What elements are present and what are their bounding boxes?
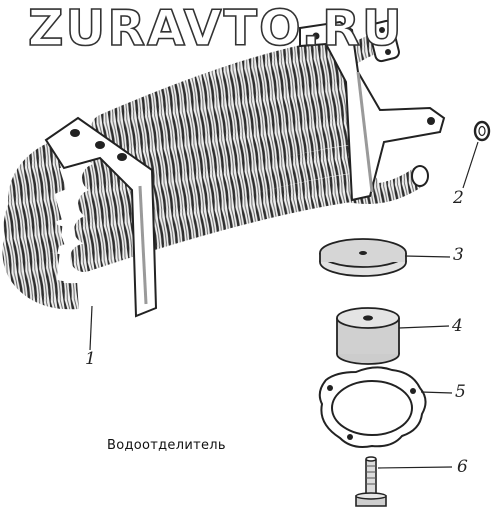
part-4-cylinder <box>336 307 400 365</box>
coil-run-1 <box>91 38 354 142</box>
outlet-pipe-end <box>411 165 429 187</box>
coil-run-5 <box>74 144 374 244</box>
leader-line-4 <box>398 325 450 329</box>
callout-4: 4 <box>452 316 463 336</box>
part-5-gasket <box>318 366 427 448</box>
leader-line-1 <box>89 305 93 351</box>
coil-run-6 <box>70 172 379 272</box>
leader-line-2 <box>462 141 479 189</box>
coil-run-2 <box>86 64 359 166</box>
site-watermark: ZURAVTO.RU <box>27 0 404 57</box>
inlet-flange <box>368 19 400 63</box>
leader-line-6 <box>377 466 453 469</box>
leader-lines <box>89 141 479 469</box>
coil-run-4 <box>78 116 369 218</box>
callout-1: 1 <box>85 349 96 369</box>
front-bracket <box>44 116 158 318</box>
leader-line-3 <box>404 255 451 258</box>
part-2-ring <box>473 120 491 142</box>
callout-6: 6 <box>457 457 468 477</box>
part-6-bolt <box>355 456 387 507</box>
leader-line-5 <box>420 391 453 394</box>
callout-2: 2 <box>453 188 464 208</box>
callout-3: 3 <box>453 245 464 265</box>
coil-end-loop-4 <box>13 219 79 310</box>
rear-bracket <box>299 20 446 202</box>
callout-5: 5 <box>455 382 466 402</box>
part-3-disc <box>319 238 407 277</box>
diagram-caption: Водоотделитель <box>107 438 226 453</box>
